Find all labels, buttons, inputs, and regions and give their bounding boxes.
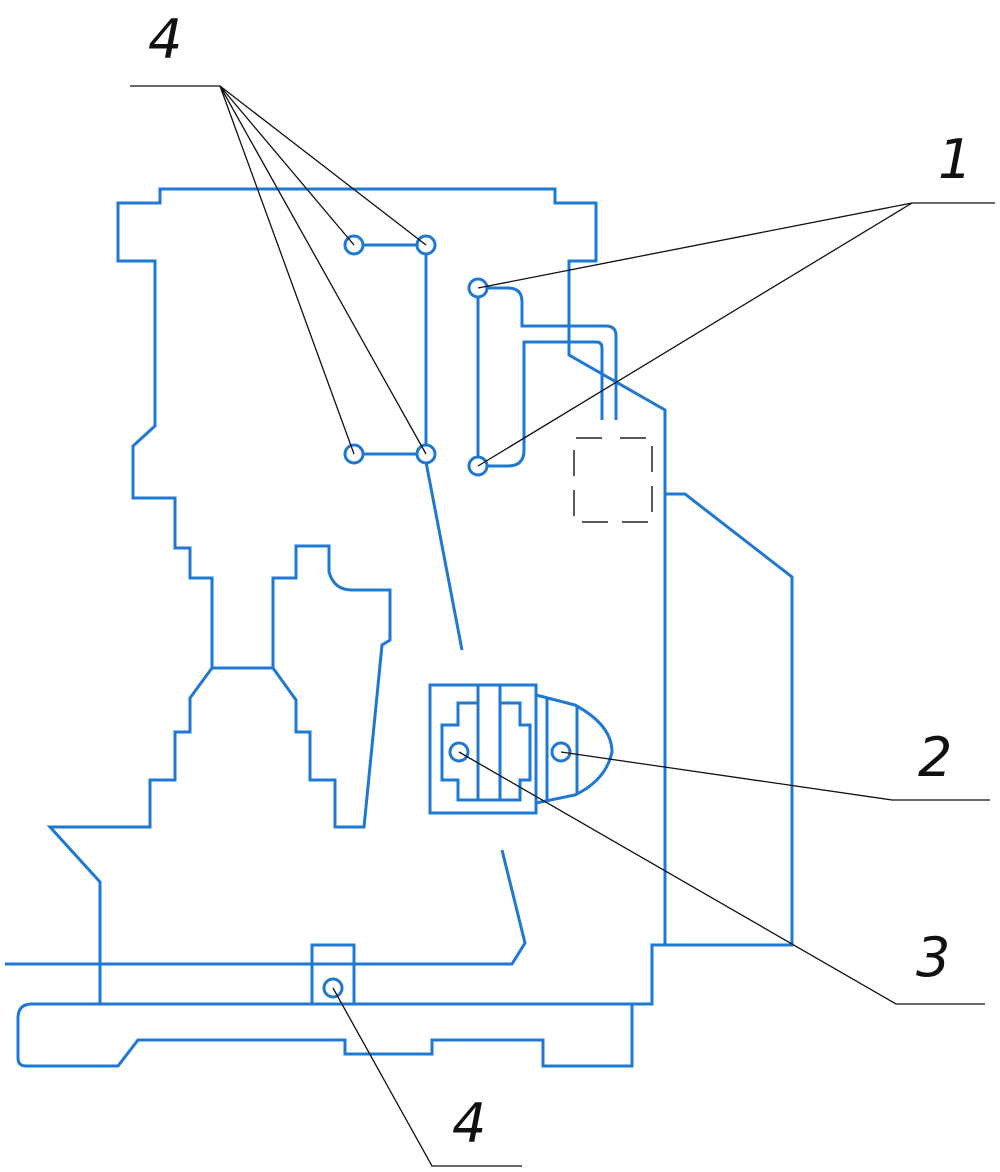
leader-4-to-node-mid-right	[219, 85, 427, 455]
bore-line-lower	[5, 849, 527, 966]
leader-lines	[130, 85, 995, 1167]
leader-4-to-node-top-right	[219, 85, 427, 246]
leader-1-to-node-top	[477, 202, 913, 289]
valve-assembly	[428, 683, 614, 815]
hidden-block	[573, 437, 653, 523]
nodes	[322, 234, 572, 999]
leader-3	[458, 751, 985, 1005]
linkage-group-4	[354, 243, 428, 456]
bore-line-upper	[424, 461, 464, 651]
housing-side-flange	[665, 492, 794, 947]
leader-4-to-node-top-left	[219, 85, 355, 246]
housing-outline	[5, 187, 794, 1006]
valve-cap	[535, 693, 614, 805]
pipe-loop-outer	[476, 288, 604, 468]
leader-2	[560, 751, 990, 801]
valve-core-divider	[476, 703, 502, 800]
callout-3: 3	[916, 926, 950, 989]
leader-4-bottom	[332, 987, 522, 1167]
valve-cap-rings	[545, 698, 579, 800]
pipe-loop-inner	[478, 286, 618, 420]
housing-body	[46, 187, 667, 1006]
callout-labels: 4 1 2 3 4	[148, 8, 972, 1155]
callout-4-top: 4	[148, 8, 182, 71]
leader-1-to-node-bottom	[477, 202, 913, 467]
hidden-block-outline	[573, 437, 653, 523]
inner-rib	[212, 544, 392, 829]
callout-1: 1	[938, 128, 972, 191]
valve-core	[440, 685, 532, 802]
valve-housing	[428, 683, 538, 815]
base-plate	[16, 1002, 634, 1068]
callout-2: 2	[918, 726, 952, 789]
linkage-rod	[354, 243, 428, 456]
pipe-loop-group-1	[476, 286, 618, 468]
leader-4-to-node-mid-left	[219, 85, 355, 455]
base-clamp-block	[310, 943, 356, 1006]
callout-4-bottom: 4	[452, 1092, 486, 1155]
